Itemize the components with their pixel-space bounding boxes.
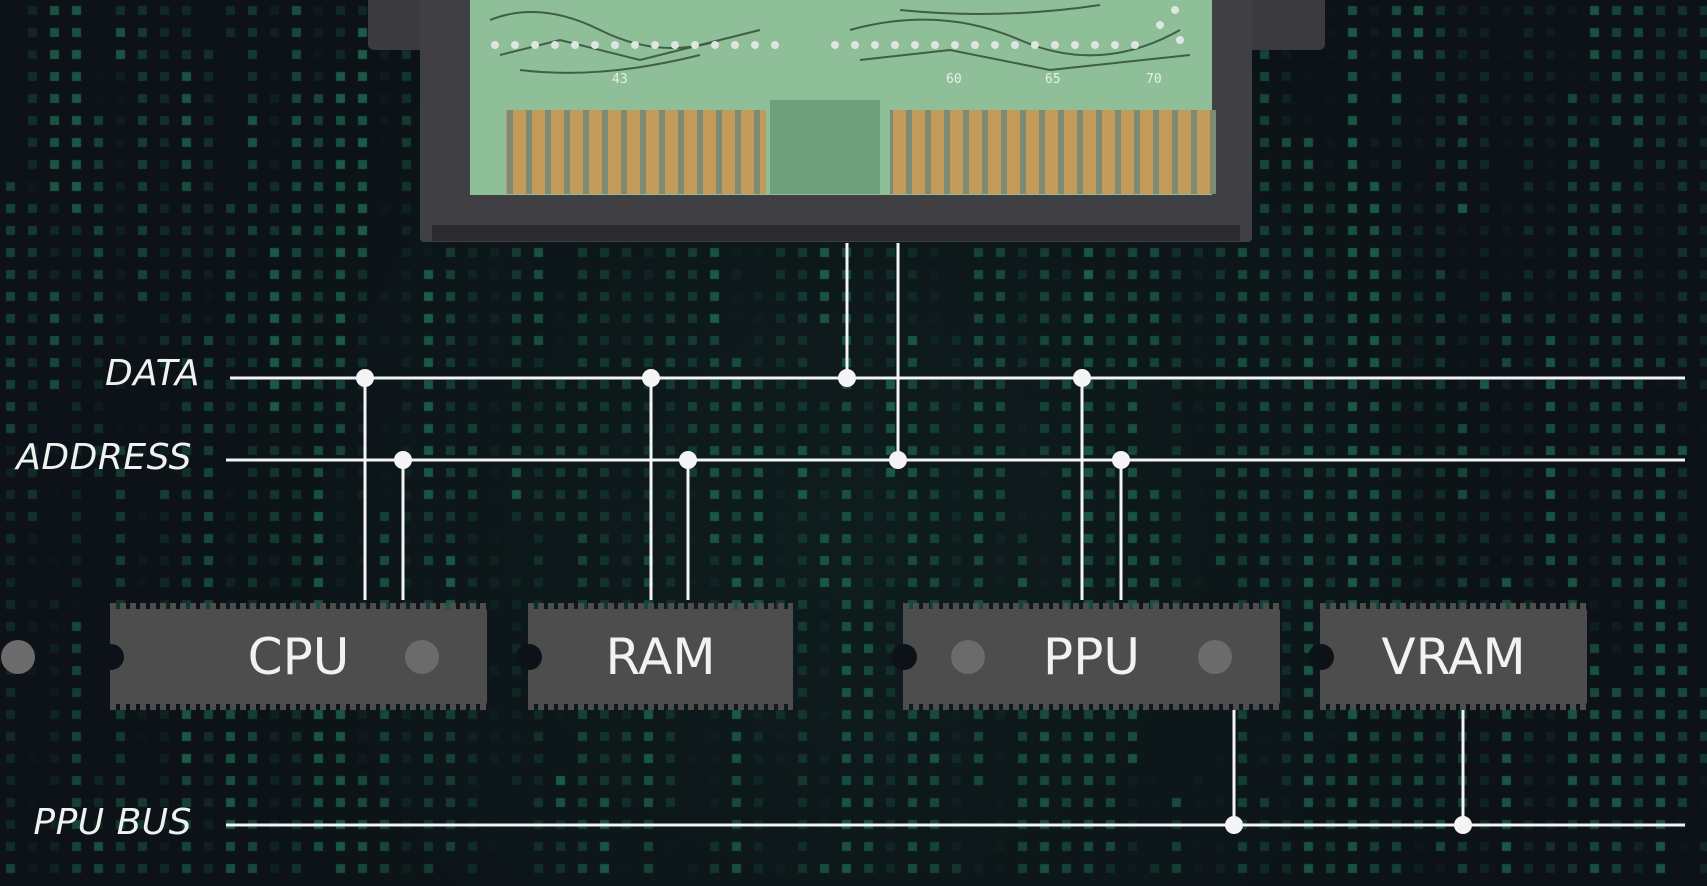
chip-marker-dot: [951, 639, 985, 674]
junction-dot: [1454, 816, 1472, 834]
ram-chip: RAM: [516, 603, 793, 710]
cartridge-edge-shadow: [432, 225, 1240, 241]
vram-chip: VRAM: [1308, 603, 1587, 710]
vram-label: VRAM: [1381, 627, 1526, 686]
junction-dot: [679, 451, 697, 469]
pcb-vias: [491, 6, 1184, 49]
pcb-number: 60: [946, 72, 962, 87]
chip-notch: [891, 643, 917, 670]
edge-connector-left: [506, 110, 766, 194]
junction-dot: [889, 451, 907, 469]
chip-notch: [1308, 643, 1334, 670]
junction-dot: [642, 369, 660, 387]
cpu-label: CPU: [247, 627, 350, 686]
address-bus-label: ADDRESS: [16, 437, 192, 478]
chip-marker-dot: [1, 639, 35, 674]
junction-dot: [1112, 451, 1130, 469]
junction-dot: [1073, 369, 1091, 387]
ppu-label: PPU: [1043, 627, 1140, 686]
chip-notch: [516, 643, 542, 670]
junction-dot: [356, 369, 374, 387]
data-bus-label: DATA: [104, 353, 200, 394]
chip-marker-dot: [405, 639, 439, 674]
junction-dot: [838, 369, 856, 387]
game-cartridge: 43 60 65 70: [368, 0, 1325, 242]
pcb-traces: [489, 4, 1191, 74]
edge-connector-right: [890, 110, 1216, 194]
pcb-trace-numbers: 43 60 65 70: [612, 72, 1162, 87]
pcb-number: 43: [612, 72, 628, 87]
pcb-number: 70: [1146, 72, 1162, 87]
junction-dot: [394, 451, 412, 469]
connector-gap: [770, 100, 880, 194]
pcb-number: 65: [1045, 72, 1061, 87]
chip-marker-dot: [1198, 639, 1232, 674]
bus-wires: [226, 243, 1685, 827]
cpu-chip: CPU: [1, 603, 487, 710]
ram-label: RAM: [605, 627, 716, 686]
bus-junctions: [356, 369, 1472, 834]
chip-notch: [98, 643, 124, 670]
ppu-bus-label: PPU BUS: [33, 802, 192, 843]
ppu-chip: PPU: [891, 603, 1280, 710]
junction-dot: [1225, 816, 1243, 834]
